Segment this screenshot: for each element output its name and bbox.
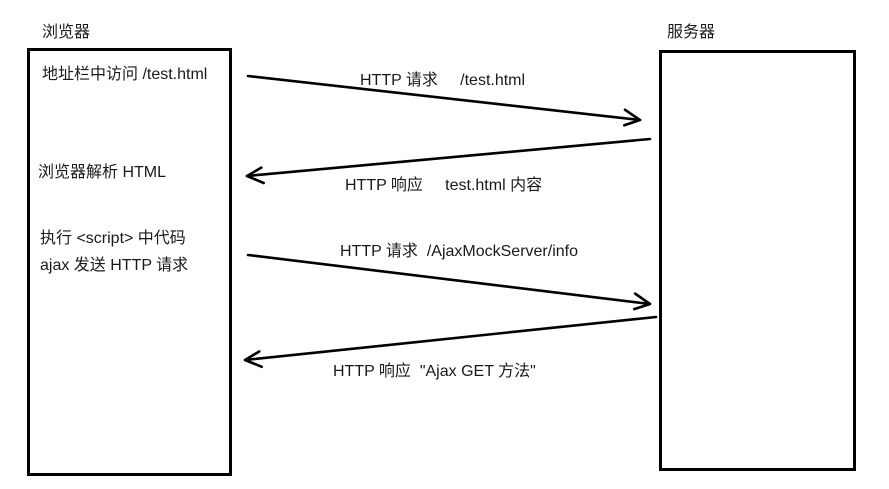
browser-step-parse-html: 浏览器解析 HTML bbox=[38, 164, 167, 181]
browser-step-exec-script: 执行 <script> 中代码 bbox=[40, 230, 186, 247]
server-box-title: 服务器 bbox=[667, 24, 716, 41]
browser-step-ajax-send: ajax 发送 HTTP 请求 bbox=[40, 257, 189, 274]
arrow-label-http-response-ajax-get: HTTP 响应 "Ajax GET 方法" bbox=[333, 363, 536, 380]
arrow-label-http-response-test-html: HTTP 响应 test.html 内容 bbox=[345, 177, 543, 194]
arrow-http-response-ajax-get bbox=[243, 315, 658, 369]
browser-box bbox=[27, 48, 232, 476]
arrow-http-response-test-html bbox=[245, 137, 652, 185]
browser-box-title: 浏览器 bbox=[42, 24, 91, 41]
arrow-label-http-request-ajaxmockserver: HTTP 请求 /AjaxMockServer/info bbox=[340, 243, 578, 260]
arrow-http-request-ajaxmockserver bbox=[246, 253, 652, 311]
server-box bbox=[659, 50, 856, 471]
browser-step-visit-url: 地址栏中访问 /test.html bbox=[42, 66, 208, 83]
arrow-label-http-request-test-html: HTTP 请求 /test.html bbox=[360, 72, 526, 89]
